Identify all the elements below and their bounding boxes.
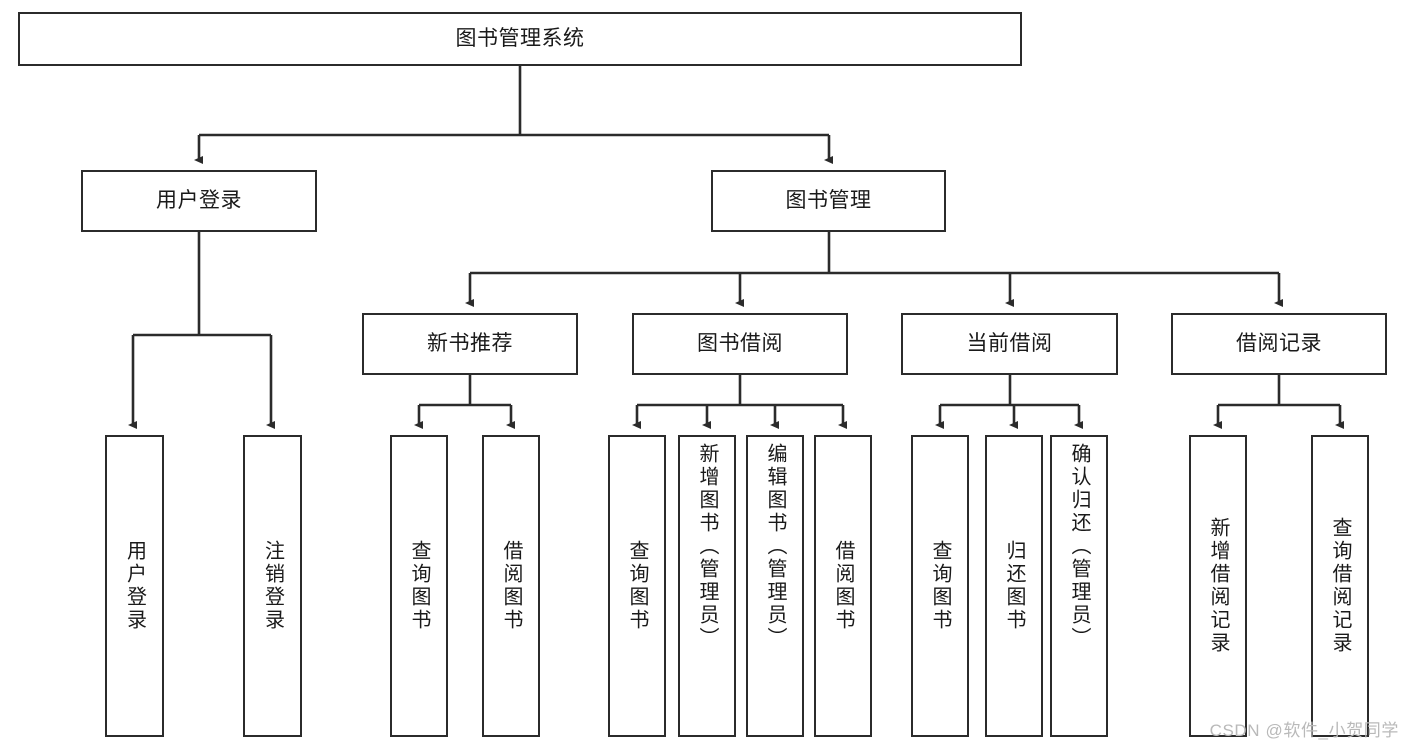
node-borrow-records[interactable]: 借阅记录 — [1171, 313, 1387, 375]
node-label: 查询图书 — [929, 540, 951, 632]
watermark: CSDN @软件_小贺同学 — [1209, 721, 1399, 740]
leaf-borrow-books-recommend[interactable]: 借阅图书 — [482, 435, 540, 737]
node-label: 编辑图书（管理员） — [764, 443, 786, 650]
node-label: 查询图书 — [626, 540, 648, 632]
leaf-query-books-recommend[interactable]: 查询图书 — [390, 435, 448, 737]
node-label: 用户登录 — [156, 188, 242, 212]
node-label: 查询借阅记录 — [1329, 517, 1351, 655]
node-label: 新增借阅记录 — [1207, 517, 1229, 655]
node-label: 新书推荐 — [427, 331, 513, 355]
node-label: 查询图书 — [408, 540, 430, 632]
leaf-query-books-current[interactable]: 查询图书 — [911, 435, 969, 737]
node-label: 用户登录 — [123, 540, 146, 632]
node-label: 借阅图书 — [500, 540, 522, 632]
leaf-edit-book-admin[interactable]: 编辑图书（管理员） — [746, 435, 804, 737]
node-root[interactable]: 图书管理系统 — [18, 12, 1022, 66]
node-book-borrow[interactable]: 图书借阅 — [632, 313, 848, 375]
leaf-return-books[interactable]: 归还图书 — [985, 435, 1043, 737]
node-user-login[interactable]: 用户登录 — [81, 170, 317, 232]
leaf-add-book-admin[interactable]: 新增图书（管理员） — [678, 435, 736, 737]
node-label: 图书借阅 — [697, 331, 783, 355]
node-label: 新增图书（管理员） — [696, 443, 718, 650]
leaf-query-borrow-record[interactable]: 查询借阅记录 — [1311, 435, 1369, 737]
node-label: 借阅图书 — [832, 540, 854, 632]
leaf-borrow-books[interactable]: 借阅图书 — [814, 435, 872, 737]
node-label: 当前借阅 — [966, 331, 1053, 355]
node-current-borrow[interactable]: 当前借阅 — [901, 313, 1118, 375]
leaf-logout[interactable]: 注销登录 — [243, 435, 302, 737]
node-label: 确认归还（管理员） — [1068, 443, 1090, 650]
leaf-user-login[interactable]: 用户登录 — [105, 435, 164, 737]
node-book-management[interactable]: 图书管理 — [711, 170, 946, 232]
node-label: 借阅记录 — [1236, 331, 1322, 355]
node-label: 归还图书 — [1003, 540, 1025, 632]
node-label: 注销登录 — [261, 540, 284, 632]
node-label: 图书管理 — [785, 188, 872, 212]
leaf-query-books-borrow[interactable]: 查询图书 — [608, 435, 666, 737]
leaf-add-borrow-record[interactable]: 新增借阅记录 — [1189, 435, 1247, 737]
node-label: 图书管理系统 — [455, 26, 585, 50]
leaf-confirm-return-admin[interactable]: 确认归还（管理员） — [1050, 435, 1108, 737]
node-new-book-recommend[interactable]: 新书推荐 — [362, 313, 578, 375]
